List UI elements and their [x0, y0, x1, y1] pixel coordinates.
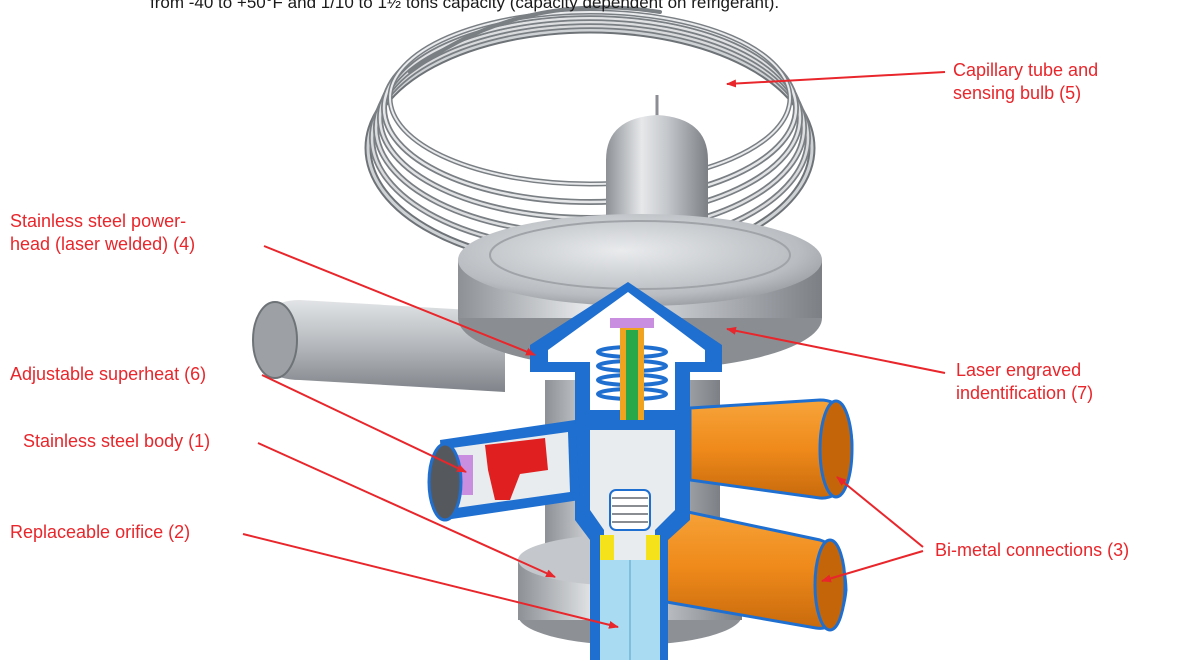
callout-body: Stainless steel body (1) [23, 430, 210, 453]
leader-bimetal-upper [836, 476, 924, 548]
callout-powerhead: Stainless steel power- head (laser welde… [10, 210, 195, 256]
callout-capillary-line1: Capillary tube and [953, 60, 1099, 80]
leader-powerhead [263, 245, 536, 356]
inlet-pipe [252, 300, 505, 392]
callout-body-line1: Stainless steel body (1) [23, 431, 211, 451]
leader-body [257, 442, 556, 578]
callout-capillary: Capillary tube and sensing bulb (5) [953, 59, 1098, 105]
callout-engraved-line2: indentification (7) [956, 383, 1094, 403]
callout-superheat: Adjustable superheat (6) [10, 363, 206, 386]
callout-powerhead-line2: head (laser welded) (4) [10, 234, 196, 254]
callout-bimetal-line1: Bi-metal connections (3) [935, 540, 1130, 560]
callout-superheat-line1: Adjustable superheat (6) [10, 364, 207, 384]
cutaway-section [427, 282, 722, 660]
leader-bimetal-lower [821, 550, 924, 583]
callout-capillary-line2: sensing bulb (5) [953, 83, 1082, 103]
leader-orifice [242, 533, 619, 629]
callout-engraved-line1: Laser engraved [956, 360, 1082, 380]
callout-powerhead-line1: Stainless steel power- [10, 211, 187, 231]
bimetal-pipes [653, 398, 854, 632]
callout-engraved: Laser engraved indentification (7) [956, 359, 1093, 405]
callout-orifice-line1: Replaceable orifice (2) [10, 522, 191, 542]
callout-orifice: Replaceable orifice (2) [10, 521, 190, 544]
intro-text: from -40 to +50°F and 1/10 to 1½ tons ca… [150, 0, 780, 12]
callout-bimetal: Bi-metal connections (3) [935, 539, 1129, 562]
leader-superheat [261, 374, 467, 473]
leader-engraved [726, 326, 946, 374]
leader-capillary [726, 71, 946, 88]
